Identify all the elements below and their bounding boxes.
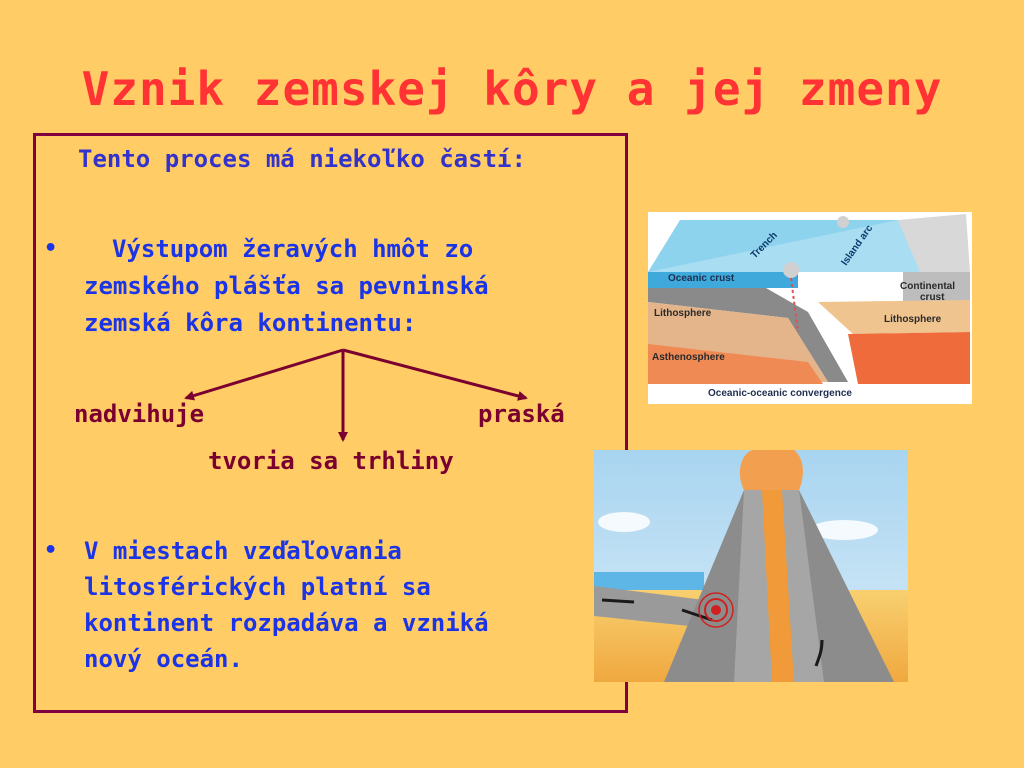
arrow-left [184, 348, 344, 401]
bullet-2-line-4: nový oceán. [84, 645, 243, 673]
label-continental-crust-1: Continental [900, 281, 955, 292]
bullet-2-line-3: kontinent rozpadáva a vzniká [84, 609, 489, 637]
arrow-right [342, 348, 528, 401]
volcano-illustration [594, 450, 908, 682]
bullet-1-line-3: zemská kôra kontinentu: [84, 309, 417, 337]
bullet-2-marker: • [44, 538, 58, 563]
label-continental-crust-2: crust [920, 292, 945, 303]
convergence-diagram: Trench Island arc Oceanic crust Continen… [648, 212, 972, 404]
label-asthenosphere: Asthenosphere [652, 352, 725, 363]
label-lithosphere-right: Lithosphere [884, 314, 942, 325]
label-oceanic-crust: Oceanic crust [668, 273, 735, 284]
diagram-caption: Oceanic-oceanic convergence [708, 388, 852, 399]
bullet-1-line-2: zemského plášťa sa pevninská [84, 272, 489, 300]
label-lithosphere-left: Lithosphere [654, 308, 712, 319]
bullet-2-line-2: litosférických platní sa [84, 573, 431, 601]
branch-center-label: tvoria sa trhliny [208, 447, 454, 475]
intro-text: Tento proces má niekoľko častí: [78, 145, 526, 173]
bullet-1-marker: • [44, 236, 58, 261]
branch-right-label: praská [478, 400, 565, 428]
slide-title: Vznik zemskej kôry a jej zmeny [81, 62, 943, 116]
content-box [33, 133, 628, 713]
bullet-1-line-1: Výstupom žeravých hmôt zo [112, 235, 474, 263]
branch-left-label: nadvihuje [74, 400, 205, 428]
bullet-2-line-1: V miestach vzďaľovania [84, 537, 402, 565]
